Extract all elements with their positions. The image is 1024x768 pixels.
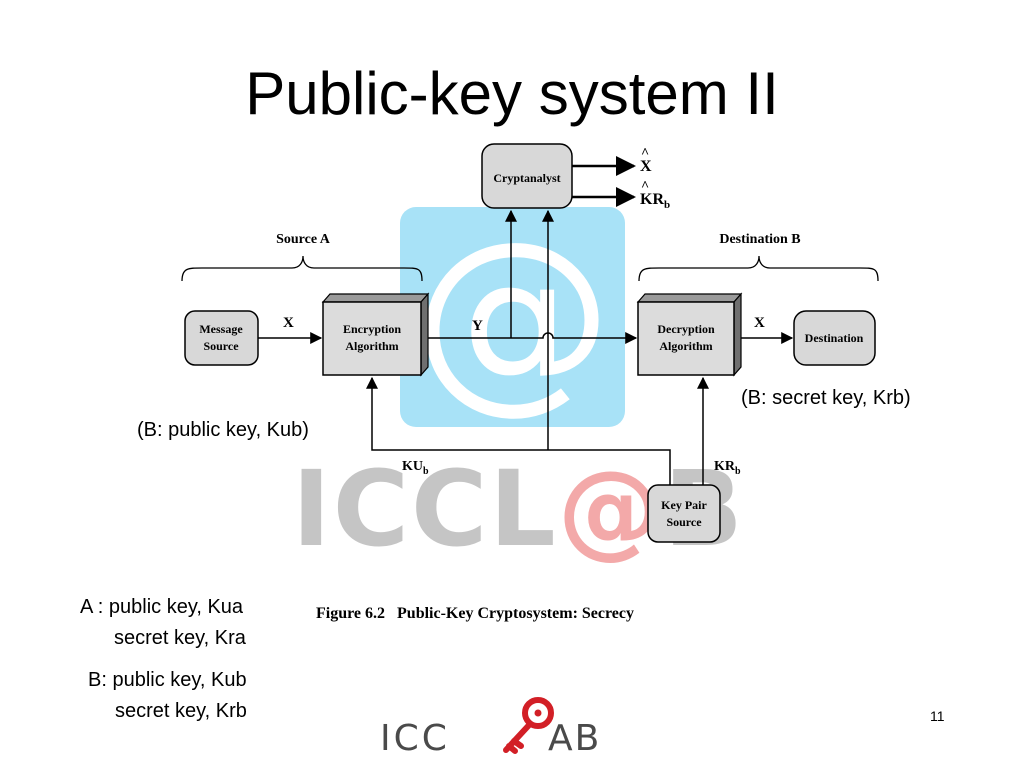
key-pair-source-line1: Key Pair — [661, 498, 707, 512]
label-x-input: X — [283, 315, 294, 331]
key-b-public: B: public key, Kub — [88, 669, 247, 691]
key-a-public: A : public key, Kua — [80, 596, 244, 618]
annotation-b-public-key: (B: public key, Kub) — [137, 419, 309, 441]
message-source-box — [184, 310, 259, 366]
kr-estimate-hat: ^ — [641, 179, 649, 194]
annotation-b-secret-key: (B: secret key, Krb) — [741, 387, 911, 409]
encryption-line2: Algorithm — [345, 339, 398, 353]
decryption-line1: Decryption — [657, 322, 715, 336]
kr-estimate-label: KRb — [640, 191, 670, 211]
decryption-box-side — [733, 292, 742, 377]
x-estimate-hat: ^ — [641, 146, 649, 161]
slide-title: Public-key system II — [245, 60, 779, 127]
watermark-word-start: ICCL — [292, 448, 558, 570]
label-x-output: X — [754, 315, 765, 331]
arrow-kub-to-encryption — [366, 376, 671, 485]
watermark-at-tile — [400, 207, 625, 427]
label-kub: KUb — [402, 459, 429, 477]
decryption-box — [637, 301, 735, 376]
message-source-line1: Message — [199, 322, 243, 336]
destination-label: Destination — [805, 331, 864, 345]
key-list-b: B: public key, Kub secret key, Krb — [88, 665, 247, 727]
encryption-line1: Encryption — [343, 322, 401, 336]
message-source-line2: Source — [203, 339, 239, 353]
key-pair-source-box — [647, 484, 721, 543]
key-a-secret: secret key, Kra — [114, 627, 246, 649]
page-number: 11 — [930, 708, 945, 724]
label-kub-sub: b — [423, 466, 429, 477]
icclab-logo: ICC AB — [378, 696, 628, 763]
decryption-box-top — [636, 293, 743, 303]
label-y: Y — [472, 318, 483, 334]
encryption-box-side — [420, 292, 429, 377]
destination-box — [793, 310, 876, 366]
label-krb-sub: b — [735, 466, 741, 477]
cryptanalyst-box — [481, 143, 573, 209]
decryption-line2: Algorithm — [659, 339, 712, 353]
source-a-label: Source A — [276, 232, 331, 247]
encryption-box — [322, 301, 422, 376]
encryption-box-top — [321, 293, 430, 303]
x-estimate-label: X — [640, 158, 652, 175]
label-kub-main: KU — [402, 459, 423, 474]
arrow-y-to-decryption — [428, 332, 638, 344]
icclab-logo-graphic: ICC AB — [380, 697, 601, 759]
logo-text-right: AB — [548, 718, 601, 758]
watermark-word-at: @ — [557, 448, 664, 570]
kr-estimate-sub: b — [664, 199, 670, 211]
key-list-a: A : public key, Kua secret key, Kra — [80, 592, 246, 654]
key-b-secret: secret key, Krb — [115, 700, 247, 722]
key-icon — [503, 697, 554, 754]
source-a-brace — [181, 255, 423, 282]
label-krb: KRb — [714, 459, 741, 477]
logo-text-left: ICC — [380, 718, 450, 758]
figure-caption: Figure 6.2 Public-Key Cryptosystem: Secr… — [316, 605, 635, 622]
watermark-at-icon: @ — [412, 199, 613, 432]
key-pair-source-line2: Source — [666, 515, 702, 529]
label-krb-main: KR — [714, 459, 736, 474]
cryptanalyst-label: Cryptanalyst — [493, 171, 560, 185]
kr-estimate-main: KR — [640, 191, 664, 208]
destination-b-label: Destination B — [719, 232, 800, 247]
destination-b-brace — [638, 255, 879, 282]
